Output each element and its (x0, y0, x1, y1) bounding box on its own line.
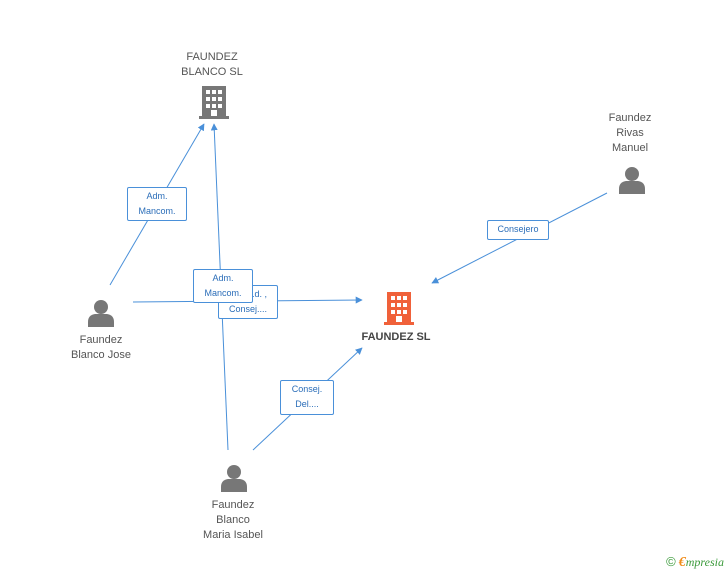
node-label-line: Faundez (608, 112, 652, 124)
node-label-faundez-rivas-manuel[interactable]: Faundez Rivas Manuel (590, 111, 670, 156)
edge-label-line: Consej. (291, 384, 323, 394)
edge-label-line: Mancom. (138, 206, 176, 216)
node-label-line: FAUNDEZ (186, 51, 238, 63)
empresia-logo-icon: € (678, 555, 686, 570)
node-label-faundez-blanco-jose[interactable]: Faundez Blanco Jose (56, 333, 146, 363)
node-label-faundez-blanco-maria-isabel[interactable]: Faundez Blanco Maria Isabel (188, 498, 278, 543)
person-icon[interactable] (619, 167, 645, 194)
main-building-icon[interactable] (384, 292, 414, 325)
node-label-line: Faundez (211, 499, 255, 511)
edge-label-line: Adm. (146, 191, 168, 201)
copyright-icon: © (666, 554, 676, 569)
node-label-line: FAUNDEZ SL (361, 331, 431, 343)
node-label-line: Rivas (616, 127, 644, 139)
node-label-line: Blanco (216, 514, 250, 526)
node-label-faundez-blanco-sl[interactable]: FAUNDEZ BLANCO SL (162, 50, 262, 80)
edge-label-consej-del-isabel[interactable]: Consej. Del.... (280, 380, 334, 415)
node-label-line: Blanco Jose (71, 349, 131, 361)
brand-name: mpresia (685, 555, 724, 569)
building-icon[interactable] (199, 86, 229, 119)
edge-label-consejero-rivas[interactable]: Consejero (487, 220, 549, 240)
edge-label-line: ...d. , (246, 289, 267, 299)
node-label-line: Faundez (79, 334, 123, 346)
person-icon[interactable] (88, 300, 114, 327)
node-label-faundez-sl[interactable]: FAUNDEZ SL (346, 330, 446, 345)
edge-label-line: Consejero (497, 224, 539, 234)
edge-label-adm-mancom-isabel[interactable]: Adm. Mancom. (193, 269, 253, 303)
node-label-line: Manuel (611, 142, 649, 154)
edge-label-adm-mancom-jose[interactable]: Adm. Mancom. (127, 187, 187, 221)
edge-label-line: Mancom. (204, 288, 242, 298)
edge-label-line: Adm. (212, 273, 234, 283)
node-label-line: BLANCO SL (181, 66, 243, 78)
empresia-watermark: ©€mpresia (666, 554, 724, 571)
edge-label-line: Consej.... (228, 304, 268, 314)
node-label-line: Maria Isabel (203, 529, 263, 541)
edge-label-line: Del.... (295, 399, 319, 409)
person-icon[interactable] (221, 465, 247, 492)
